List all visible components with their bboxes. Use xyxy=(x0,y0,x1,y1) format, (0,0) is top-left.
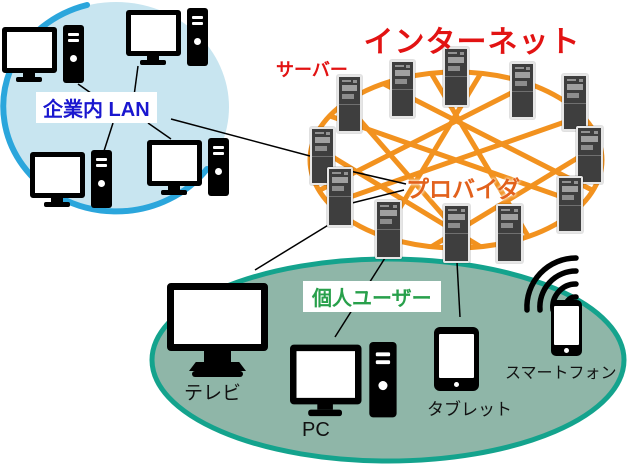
tv-label: テレビ xyxy=(184,383,242,404)
server-label: サーバー xyxy=(276,60,348,80)
lan-computer-icon xyxy=(147,138,229,198)
smartphone-label: スマートフォン xyxy=(505,365,617,382)
server-icon xyxy=(443,204,470,263)
pc-label: PC xyxy=(302,419,330,441)
server-icon xyxy=(496,204,523,263)
server-icon xyxy=(337,75,362,133)
provider-label: プロバイダ xyxy=(406,176,521,202)
lan-computer-icon xyxy=(30,150,112,210)
lan-computer-icon xyxy=(126,8,208,68)
server-icon xyxy=(390,60,415,118)
personal-users-label: 個人ユーザー xyxy=(303,281,441,312)
server-icon xyxy=(375,200,402,259)
tablet-label: タブレット xyxy=(427,400,512,419)
pc-icon xyxy=(290,342,397,420)
server-icon xyxy=(562,74,588,131)
smartphone-icon xyxy=(551,300,582,356)
tablet-icon xyxy=(434,327,479,391)
server-icon xyxy=(557,176,583,233)
server-icon xyxy=(443,47,469,107)
server-icon xyxy=(576,126,603,184)
lan-computer-icon xyxy=(2,25,84,85)
server-icon xyxy=(327,167,353,227)
tv-icon xyxy=(167,283,268,378)
internet-title: インターネット xyxy=(363,26,581,59)
corporate-lan-label: 企業内 LAN xyxy=(36,92,157,123)
server-icon xyxy=(510,62,535,119)
